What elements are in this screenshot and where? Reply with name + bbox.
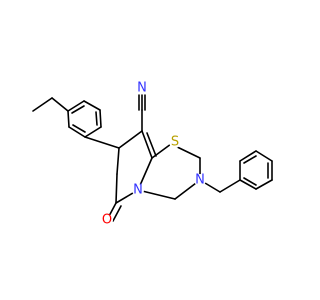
- bond-aryl-c8: [84, 136, 120, 149]
- bond-c4-n5: [137, 189, 176, 200]
- bond-ar1-inner-2: [95, 111, 98, 126]
- bond-ph-6: [239, 179, 257, 190]
- bond-ph-2: [239, 150, 257, 162]
- bond-ch2-ph: [219, 179, 241, 193]
- bond-c8-c9: [118, 130, 143, 149]
- bond-ph-5: [255, 179, 273, 190]
- bond-ph-inner-3: [243, 177, 257, 186]
- atom-amine-n: N: [195, 173, 205, 188]
- bond-ar1-2: [68, 126, 86, 138]
- bond-c9a-s: [151, 143, 172, 159]
- bond-ph-inner-1: [243, 155, 257, 164]
- bond-c7-c8: [116, 147, 120, 175]
- bond-ph-3: [255, 150, 273, 162]
- bond-c9-c9a-double: [146, 132, 157, 157]
- atom-nitrile-n: N: [137, 81, 147, 96]
- bond-ar1-4: [99, 109, 102, 128]
- bond-c6-c7: [115, 173, 118, 204]
- molecule-canvas: N S N N O: [32, 81, 273, 228]
- molecule-structure: N S N N O: [32, 81, 273, 228]
- atom-carbonyl-o: O: [102, 213, 112, 228]
- bond-ar1-1: [67, 110, 70, 128]
- bond-ar1-inner-3: [71, 105, 85, 114]
- bond-ar1-inner-1: [72, 124, 86, 133]
- bond-ethyl-ch3: [32, 97, 53, 112]
- bonds: [32, 94, 273, 222]
- bond-ethyl-ch2: [51, 97, 69, 112]
- bond-c9-c9a: [141, 130, 153, 159]
- bond-ar1-6: [67, 100, 85, 112]
- atom-ring-n: N: [133, 183, 143, 198]
- atom-sulfur: S: [171, 135, 179, 150]
- bond-c6-o-double: [112, 205, 122, 222]
- bond-ar1-5: [83, 100, 101, 111]
- atom-labels: N S N N O: [101, 81, 206, 228]
- bond-ar1-3: [84, 126, 102, 138]
